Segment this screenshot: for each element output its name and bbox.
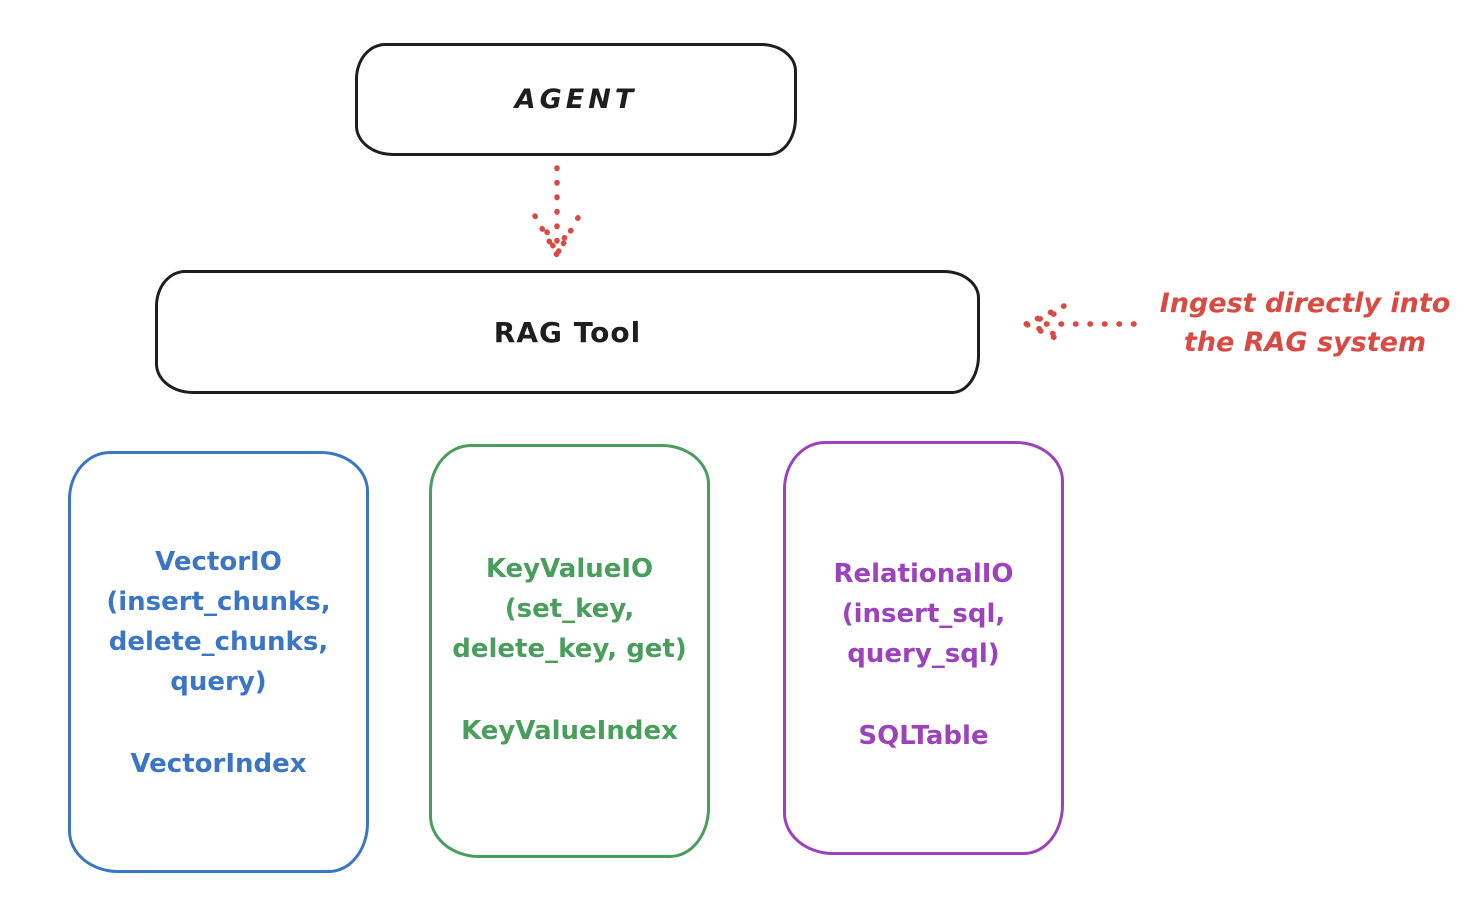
agent-label: AGENT	[514, 84, 638, 115]
node-rag-tool: RAG Tool	[155, 270, 980, 394]
relational-io-line: (insert_sql,	[841, 599, 1006, 629]
arrow-ingest-into-rag-icon	[1017, 303, 1137, 345]
vector-index-label: VectorIndex	[130, 749, 307, 779]
key-value-index-label: KeyValueIndex	[461, 716, 678, 746]
vector-io-line: (insert_chunks,	[106, 587, 331, 617]
rag-tool-label: RAG Tool	[493, 315, 642, 349]
key-value-io-line: delete_key, get)	[452, 634, 687, 664]
vector-io-line: query)	[170, 667, 267, 697]
node-vector-io: VectorIO (insert_chunks, delete_chunks, …	[68, 451, 369, 873]
vector-io-line: VectorIO	[155, 547, 282, 577]
relational-io-line: RelationalIO	[833, 559, 1014, 589]
ingest-annotation-line1: Ingest directly into	[1159, 288, 1451, 319]
ingest-annotation-line2: the RAG system	[1183, 327, 1427, 358]
node-relational-io: RelationalIO (insert_sql, query_sql) SQL…	[783, 441, 1064, 855]
sql-table-label: SQLTable	[858, 721, 989, 751]
arrow-agent-to-rag-tool-icon	[532, 165, 582, 262]
node-agent: AGENT	[355, 43, 797, 156]
relational-io-line: query_sql)	[847, 639, 1000, 669]
vector-io-line: delete_chunks,	[108, 627, 329, 657]
ingest-annotation: Ingest directly into the RAG system	[1135, 284, 1475, 362]
node-key-value-io: KeyValueIO (set_key, delete_key, get) Ke…	[429, 444, 710, 858]
key-value-io-line: KeyValueIO	[485, 554, 654, 584]
key-value-io-line: (set_key,	[504, 594, 635, 624]
